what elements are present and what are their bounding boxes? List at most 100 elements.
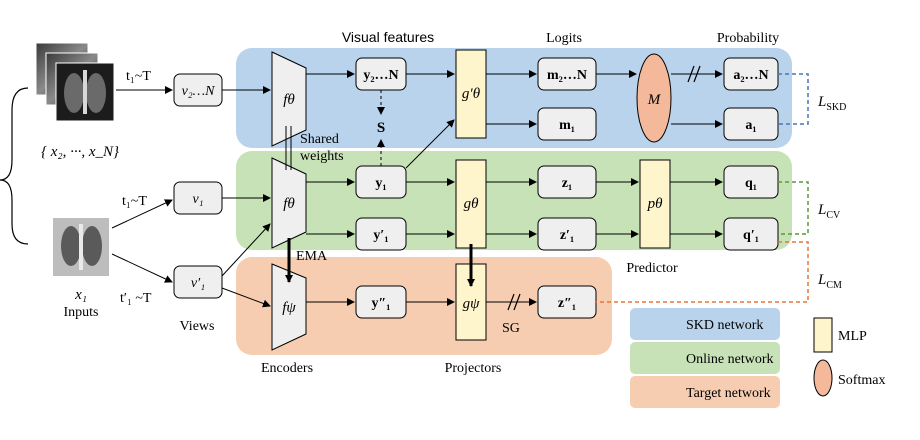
encoders-label: Encoders [261,361,313,376]
node-y1-double-prime: y″₁ [355,285,407,319]
multi-view-set-label: { x₂, ···, x_N} [41,144,119,160]
node-q1: q₁ [723,165,779,199]
svg-text:a₂…N: a₂…N [733,68,768,83]
svg-text:a₁: a₁ [745,118,756,133]
legend-softmax-swatch [813,359,833,397]
svg-text:v₁: v₁ [192,192,203,207]
node-v1: v₁ [173,181,223,215]
svg-text:M: M [647,92,662,108]
predictor-label: Predictor [626,261,678,276]
loss-cm-label: LCM [817,272,842,291]
legend-mlp-label: MLP [838,329,867,344]
node-z1-prime: z′₁ [537,217,597,251]
svg-text:fψ: fψ [282,300,296,316]
svg-text:z′₁: z′₁ [560,228,574,243]
header-probability: Probability [717,31,779,46]
ema-label: EMA [296,249,328,264]
projectors-label: Projectors [445,361,502,376]
svg-text:z″₁: z″₁ [558,296,576,311]
shared-label: Shared [300,132,339,147]
node-m1: m₁ [537,107,597,141]
node-a-2N: a₂…N [723,57,779,91]
legend-target-swatch [630,376,780,408]
svg-text:v′₁: v′₁ [191,276,205,291]
loss-skd-label: LSKD [817,94,846,113]
input-bracket [0,87,29,245]
svg-text:fθ: fθ [283,92,295,108]
legend-online-label: Online network [686,352,773,367]
svg-text:y₂…N: y₂…N [363,68,398,83]
views-label: Views [180,319,215,334]
arrow-v1p-to-f-theta [221,223,271,277]
legend-softmax-label: Softmax [838,373,885,388]
svg-text:y₁: y₁ [375,176,386,191]
weights-label: weights [300,149,344,164]
svg-text:LCV: LCV [817,202,841,221]
node-y1: y₁ [355,165,407,199]
node-m-2N: m₂…N [537,57,597,91]
stopgrad-mark-b [693,65,701,83]
arrow-y1-to-gprime [405,119,455,169]
arrow-x1-to-v1p [111,253,173,283]
arrow-v1p-to-f-psi [221,287,271,308]
node-v-2N: v₂…N [173,73,223,107]
svg-text:pθ: pθ [647,196,664,212]
legend-skd-label: SKD network [686,318,763,333]
mlp-p-theta: pθ [639,159,671,249]
sg-mark-a [507,293,515,311]
node-z1: z₁ [537,165,597,199]
mlp-g-theta: gθ [455,159,487,249]
t1-top-label: t₁~T [126,69,151,84]
svg-text:y″₁: y″₁ [372,296,391,311]
svg-text:LSKD: LSKD [817,94,846,113]
softmax-M: M [636,53,672,143]
node-a1: a₁ [723,107,779,141]
svg-text:fθ: fθ [283,196,295,212]
legend: SKD network Online network Target networ… [630,308,885,408]
x1-label: x₁ [74,287,87,303]
inputs-label: Inputs [64,305,99,320]
node-y1-prime: y′₁ [355,217,407,251]
svg-text:m₁: m₁ [559,118,575,133]
loss-cv-label: LCV [817,202,841,221]
svg-text:y′₁: y′₁ [373,228,388,243]
arrow-x1-to-v1 [111,199,173,229]
header-logits: Logits [546,31,582,46]
svg-text:gψ: gψ [463,296,481,312]
node-S: S [377,120,385,136]
t1-mid-label: t₁~T [122,194,147,209]
loss-cm-line [596,241,809,303]
svg-text:v₂…N: v₂…N [182,84,216,99]
legend-skd-swatch [630,308,780,340]
encoder-f-theta-mid: fθ [271,157,307,249]
t1-prime-label: t′₁ ~T [120,291,152,306]
loss-cv-line [778,181,809,235]
target-network-band [236,257,612,355]
header-visual-features: Visual features [342,29,434,45]
node-q1-prime: q′₁ [723,217,779,251]
legend-target-label: Target network [686,386,771,401]
xray-input-image [53,218,109,276]
node-y-2N: y₂…N [355,57,407,91]
svg-text:gθ: gθ [464,196,480,212]
encoder-f-psi: fψ [271,263,307,351]
svg-text:g′θ: g′θ [462,86,481,102]
svg-text:q₁: q₁ [745,176,757,191]
sg-label: SG [502,321,520,336]
svg-text:q′₁: q′₁ [743,228,759,243]
sg-mark-b [513,293,521,311]
loss-skd-line [778,73,809,125]
xray-stack-image [35,42,115,122]
svg-text:m₂…N: m₂…N [547,68,587,83]
online-network-band [236,151,792,250]
stopgrad-mark-a [687,65,695,83]
node-v1-prime: v′₁ [173,265,223,299]
svg-text:z₁: z₁ [562,176,572,191]
legend-mlp-swatch [813,317,833,353]
svg-text:LCM: LCM [817,272,842,291]
node-z1-double-prime: z″₁ [537,285,597,319]
legend-online-swatch [630,342,780,374]
encoder-f-theta-top: fθ [271,51,307,147]
